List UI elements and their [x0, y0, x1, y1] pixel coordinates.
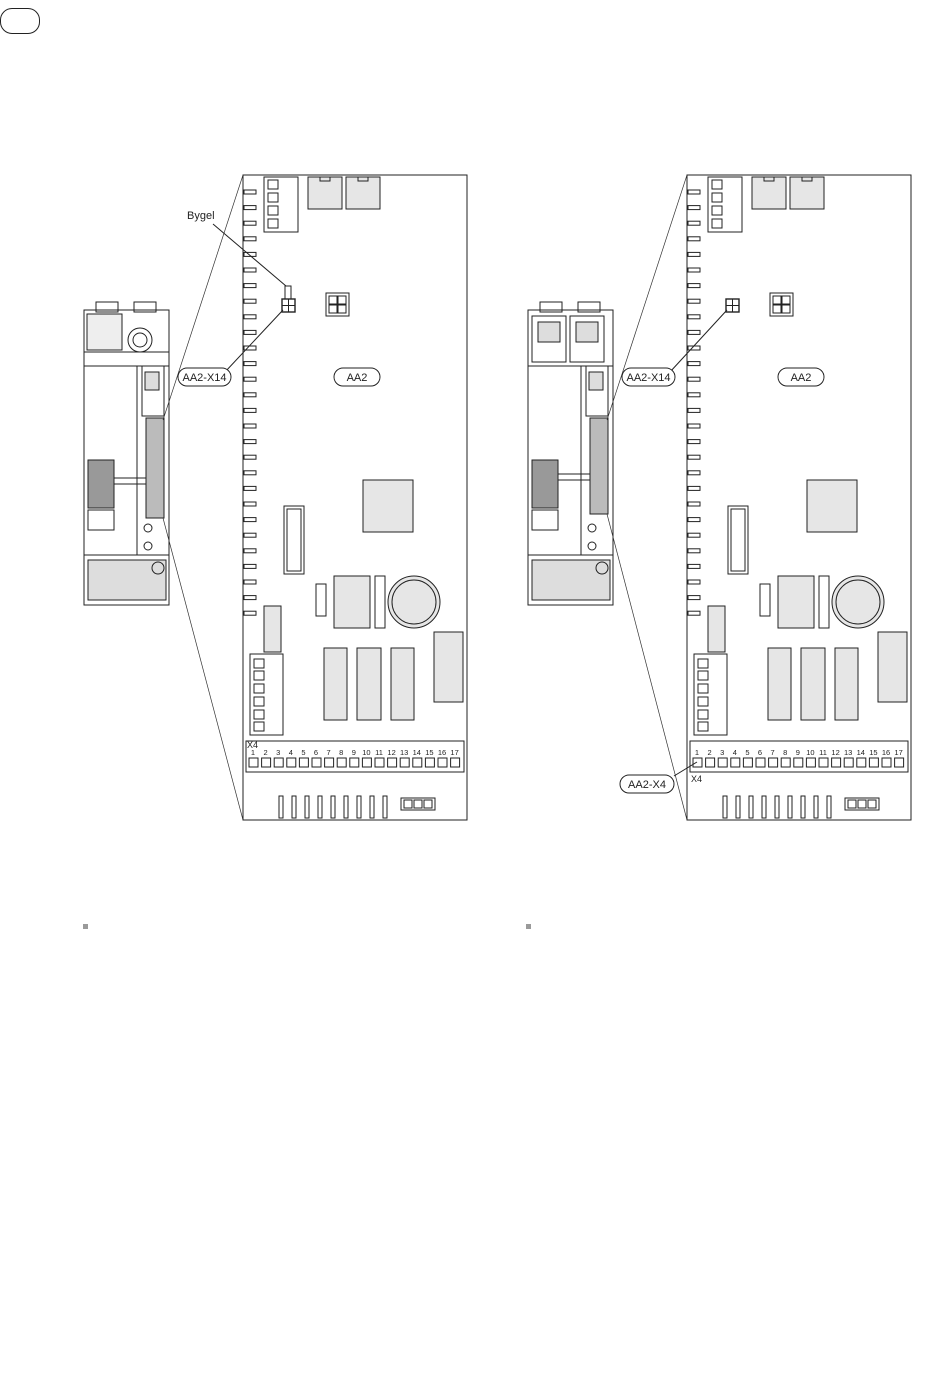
terminal-number: 2	[708, 748, 712, 757]
terminal-number: 7	[771, 748, 775, 757]
terminal-number: 14	[413, 748, 421, 757]
terminal-number: 3	[720, 748, 724, 757]
terminal-number: 17	[894, 748, 902, 757]
x14-callout-label: AA2-X14	[626, 372, 670, 384]
board-aa2	[687, 175, 911, 820]
terminal-number: 15	[869, 748, 877, 757]
x4-marker: X4	[691, 774, 702, 784]
terminal-number: 5	[745, 748, 749, 757]
x14-callout-label: AA2-X14	[182, 372, 226, 384]
terminal-number: 11	[819, 748, 827, 757]
board-callout-label: AA2	[347, 372, 368, 384]
unit-overview	[528, 302, 613, 605]
terminal-number: 11	[375, 748, 383, 757]
right-diagram: 1234567891011121314151617 AA2-X14 AA2 AA…	[528, 175, 911, 820]
terminal-number: 13	[400, 748, 408, 757]
board-callout-label: AA2	[791, 372, 812, 384]
x4-marker: X4	[247, 740, 258, 750]
terminal-number: 3	[276, 748, 280, 757]
bygel-label: Bygel	[187, 210, 215, 222]
terminal-number: 9	[796, 748, 800, 757]
terminal-number: 4	[733, 748, 737, 757]
terminal-number: 7	[327, 748, 331, 757]
terminal-number: 10	[806, 748, 814, 757]
right-bullet	[526, 924, 531, 929]
terminal-number: 16	[882, 748, 890, 757]
terminal-number: 10	[362, 748, 370, 757]
terminal-number: 16	[438, 748, 446, 757]
terminal-number: 1	[695, 748, 699, 757]
terminal-number: 12	[387, 748, 395, 757]
left-bullet	[83, 924, 88, 929]
zoom-lines	[163, 175, 243, 820]
unit-overview	[84, 302, 169, 605]
terminal-number: 2	[264, 748, 268, 757]
terminal-number: 14	[857, 748, 865, 757]
terminal-number: 12	[831, 748, 839, 757]
terminal-number: 5	[301, 748, 305, 757]
terminal-number: 8	[339, 748, 343, 757]
terminal-number: 6	[758, 748, 762, 757]
zoom-lines	[607, 175, 687, 820]
terminal-number: 9	[352, 748, 356, 757]
terminal-number: 4	[289, 748, 293, 757]
terminal-number: 15	[425, 748, 433, 757]
board-aa2	[243, 175, 467, 820]
x4-callout-label: AA2-X4	[628, 779, 666, 791]
terminal-number: 13	[844, 748, 852, 757]
terminal-number: 17	[450, 748, 458, 757]
terminal-number: 8	[783, 748, 787, 757]
terminal-number: 6	[314, 748, 318, 757]
